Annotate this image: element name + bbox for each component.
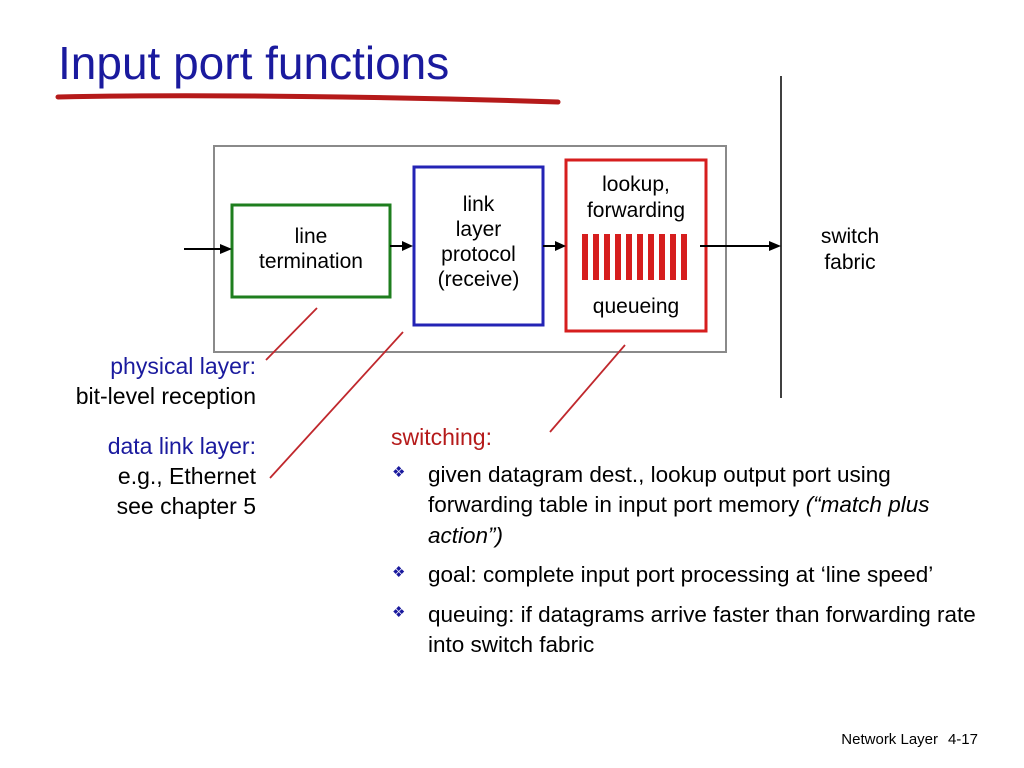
diamond-bullet-icon: ❖	[392, 464, 406, 481]
line-termination-box	[230, 203, 392, 299]
line-termination-label: line termination	[232, 224, 390, 274]
flow-arrows	[184, 241, 781, 254]
line-termination-line1: line	[294, 225, 328, 248]
arrow-out-head	[769, 241, 781, 251]
title-underline	[55, 93, 561, 105]
bullet1-italic: (“match plus action”)	[428, 492, 930, 548]
queue-bar	[670, 234, 676, 280]
queue-bar	[659, 234, 665, 280]
arrow-in-head	[220, 244, 232, 254]
slide-title: Input port functions	[58, 37, 450, 89]
data-link-layer-line1: e.g., Ethernet	[117, 462, 256, 489]
link-layer-label: link layer protocol (receive)	[414, 193, 543, 293]
link-layer-line4: (receive)	[437, 267, 520, 291]
physical-layer-label: physical layer: bit-level reception	[76, 352, 256, 412]
switch-fabric-line2: fabric	[824, 251, 876, 275]
queue-bar	[604, 234, 610, 280]
link-layer-line3: protocol	[441, 242, 516, 266]
data-link-layer-label: data link layer: e.g., Ethernet see chap…	[108, 432, 256, 522]
link-layer-line2: layer	[455, 217, 502, 241]
queue-bar	[615, 234, 621, 280]
diamond-bullet-icon: ❖	[392, 603, 406, 621]
queue-bar	[681, 234, 687, 280]
physical-layer-text: bit-level reception	[75, 382, 256, 409]
data-link-layer-heading: data link layer:	[107, 433, 256, 459]
callout-datalink	[269, 331, 404, 479]
queueing-label: queueing	[592, 295, 680, 318]
queue-bar	[593, 234, 599, 280]
callout-lines	[265, 307, 626, 479]
physical-layer-heading: physical layer:	[110, 353, 256, 379]
lookup-label: lookup, forwarding	[566, 172, 706, 225]
queue-bar	[626, 234, 632, 280]
link-layer-box	[412, 165, 545, 327]
bullet2-text: goal: complete input port processing at …	[428, 562, 934, 588]
switch-fabric-label: switch fabric	[800, 224, 900, 277]
data-link-layer-line2: see chapter 5	[116, 492, 256, 519]
queue-bar	[637, 234, 643, 280]
callout-physical	[265, 307, 318, 361]
bullet1-text: given datagram dest., lookup output port…	[428, 462, 891, 518]
arrow-term-to-link-head	[402, 241, 413, 251]
bullet3-text: queuing: if datagrams arrive faster than…	[428, 601, 976, 657]
page-number: 4-17	[947, 731, 978, 748]
lookup-line1: lookup,	[602, 173, 670, 196]
line-termination-line2: termination	[259, 250, 363, 274]
link-layer-line1: link	[462, 193, 495, 216]
footer-title: Network Layer	[841, 731, 938, 748]
queue-bar	[648, 234, 654, 280]
queue-bar	[582, 234, 588, 280]
lookup-line2: forwarding	[586, 199, 686, 223]
switching-heading: switching:	[391, 424, 492, 450]
arrow-link-to-lookup-head	[555, 241, 566, 251]
list-item: ❖ goal: complete input port processing a…	[390, 560, 990, 590]
callout-switching	[549, 344, 626, 433]
list-item: ❖ queuing: if datagrams arrive faster th…	[390, 600, 990, 661]
list-item: ❖ given datagram dest., lookup output po…	[390, 460, 990, 551]
switch-fabric-line1: switch	[820, 225, 880, 248]
queue-bars	[582, 234, 687, 280]
switching-bullets: ❖ given datagram dest., lookup output po…	[390, 460, 990, 669]
diamond-bullet-icon: ❖	[392, 564, 406, 582]
